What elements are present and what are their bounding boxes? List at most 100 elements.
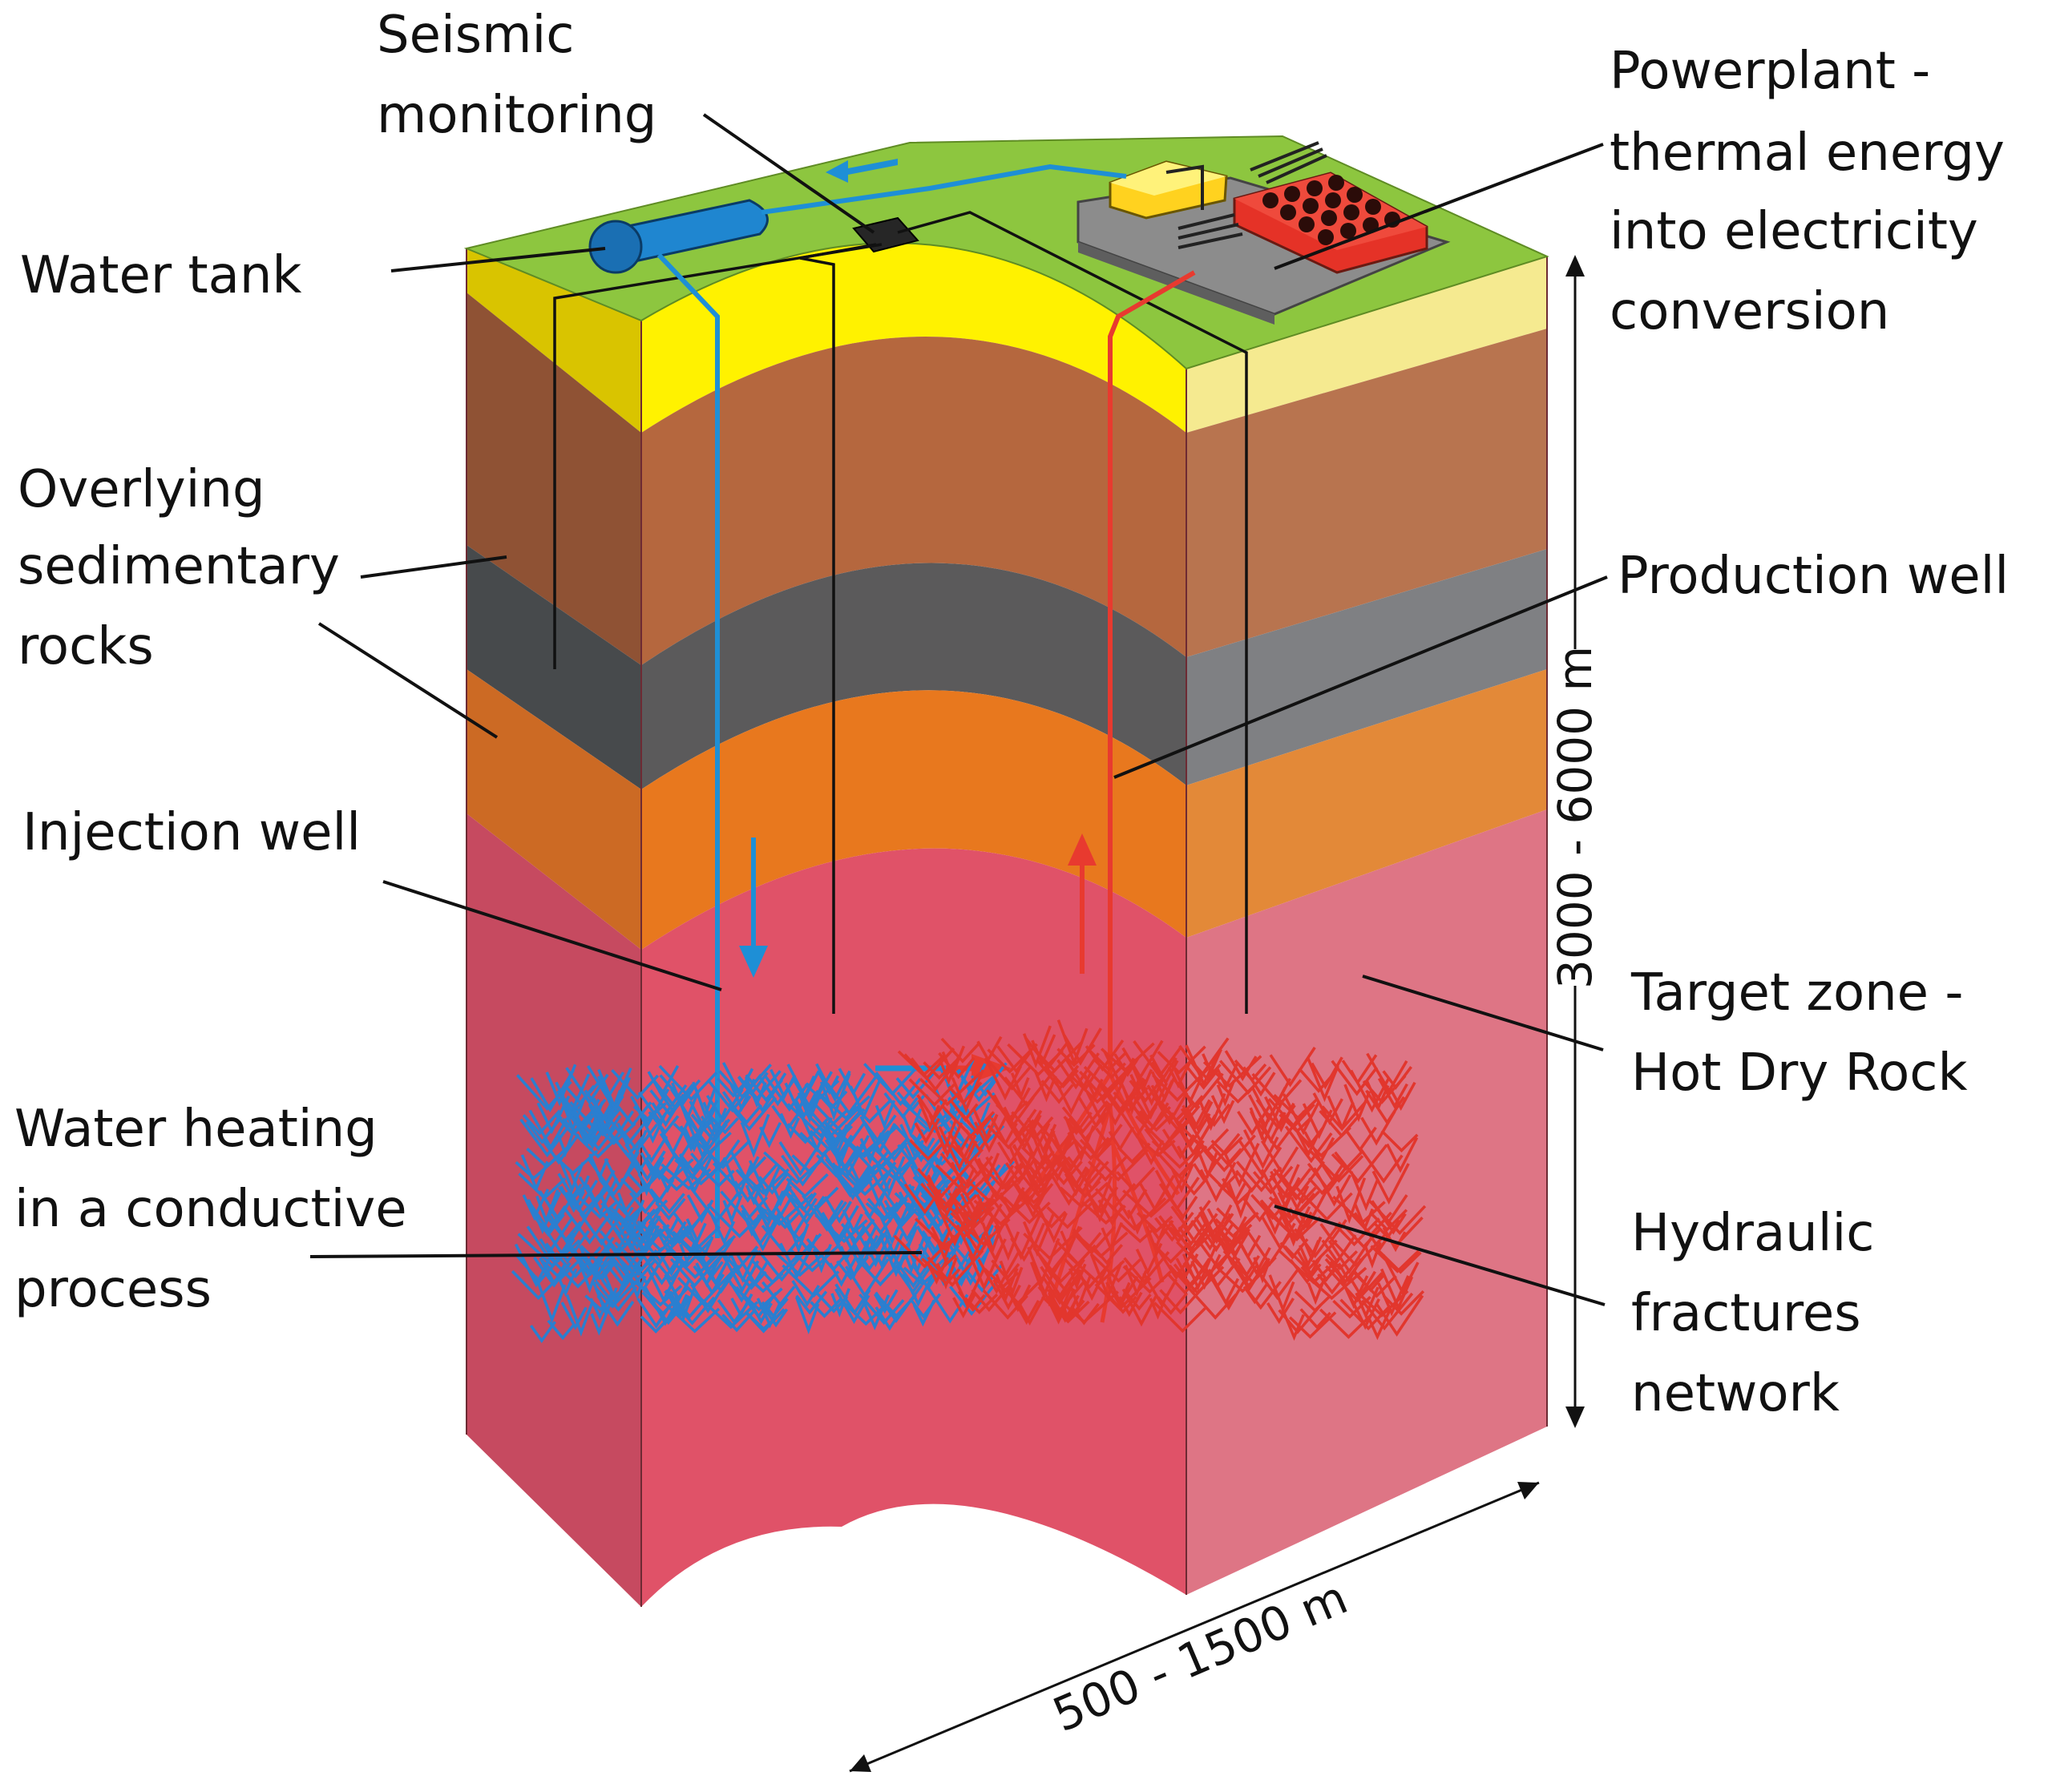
fracture-stroke	[1226, 1253, 1268, 1292]
fracture-stroke	[536, 1095, 571, 1135]
fracture-stroke	[1102, 1079, 1147, 1115]
label-hydraulic-fractures: Hydraulic fractures network	[1631, 1204, 1891, 1423]
fracture-stroke	[1044, 1152, 1069, 1182]
fracture-stroke	[757, 1242, 812, 1282]
fracture-stroke	[1266, 1210, 1322, 1241]
fracture-stroke	[834, 1173, 874, 1197]
fracture-stroke	[795, 1297, 820, 1334]
surface-flow-arrow	[826, 159, 898, 183]
fracture-stroke	[1037, 1280, 1086, 1314]
fracture-stroke	[1144, 1123, 1183, 1152]
fracture-stroke	[700, 1139, 751, 1169]
fracture-stroke	[935, 1164, 993, 1197]
fracture-stroke	[1388, 1081, 1416, 1112]
fracture-stroke	[903, 1143, 939, 1185]
fracture-stroke	[852, 1100, 891, 1124]
fracture-stroke	[1318, 1159, 1345, 1183]
fracture-stroke	[940, 1206, 995, 1238]
fracture-stroke	[1045, 1261, 1081, 1284]
fracture-stroke	[1041, 1269, 1083, 1306]
fracture-stroke	[849, 1078, 883, 1120]
fracture-stroke	[556, 1128, 576, 1158]
fracture-stroke	[817, 1071, 840, 1096]
fracture-stroke	[791, 1280, 820, 1307]
fracture-stroke	[1334, 1144, 1388, 1184]
fracture-stroke	[1371, 1163, 1410, 1205]
fracture-stroke	[695, 1257, 721, 1288]
fracture-stroke	[581, 1256, 614, 1281]
fracture-stroke	[997, 1136, 1028, 1165]
fracture-stroke	[1126, 1209, 1146, 1235]
fracture-stroke	[1382, 1290, 1425, 1316]
seismic-monitor-box	[852, 216, 919, 253]
fracture-stroke	[999, 1187, 1025, 1217]
fracture-stroke	[740, 1113, 770, 1158]
depth-label: 3000 - 6000 m	[1548, 646, 1602, 989]
fracture-stroke	[984, 1057, 1023, 1101]
fracture-stroke	[545, 1063, 577, 1107]
fracture-stroke	[721, 1091, 752, 1116]
fracture-stroke	[938, 1051, 976, 1080]
fracture-stroke	[1056, 1019, 1089, 1067]
fracture-stroke	[1278, 1249, 1342, 1285]
front-orange-layer	[641, 690, 1186, 950]
fracture-stroke	[782, 1189, 826, 1225]
fracture-stroke	[873, 1289, 899, 1314]
fracture-stroke	[597, 1068, 632, 1114]
fracture-stroke	[946, 1253, 975, 1287]
fracture-stroke	[1153, 1242, 1195, 1281]
fracture-stroke	[1379, 1268, 1414, 1312]
fracture-stroke	[822, 1220, 851, 1246]
fracture-stroke	[1003, 1106, 1042, 1150]
fracture-stroke	[1090, 1253, 1141, 1283]
fracture-stroke	[1218, 1183, 1255, 1205]
fracture-stroke	[1182, 1225, 1210, 1248]
fracture-stroke	[595, 1280, 638, 1312]
fracture-stroke	[1284, 1125, 1333, 1164]
fracture-stroke	[952, 1268, 986, 1309]
fracture-stroke	[988, 1059, 1032, 1091]
fracture-stroke	[938, 1126, 977, 1172]
seismic-cables	[553, 211, 1248, 1014]
fracture-stroke	[845, 1258, 890, 1298]
fracture-stroke	[1154, 1212, 1194, 1242]
fracture-stroke	[604, 1151, 640, 1190]
fracture-stroke	[1340, 1222, 1383, 1249]
fracture-stroke	[775, 1247, 830, 1277]
fracture-stroke	[1004, 1215, 1041, 1261]
fracture-stroke	[1234, 1059, 1267, 1083]
fracture-stroke	[737, 1072, 769, 1096]
fracture-stroke	[1066, 1176, 1101, 1199]
fracture-stroke	[909, 1196, 946, 1231]
fracture-stroke	[600, 1265, 628, 1306]
fracture-stroke	[721, 1253, 760, 1294]
fracture-stroke	[786, 1118, 829, 1144]
fracture-stroke	[948, 1192, 992, 1222]
fracture-stroke	[753, 1190, 785, 1230]
fracture-stroke	[588, 1103, 635, 1143]
fracture-stroke	[1380, 1129, 1419, 1152]
fracture-stroke	[1258, 1112, 1287, 1144]
fracture-stroke	[1024, 1153, 1064, 1187]
fracture-stroke	[928, 1114, 963, 1158]
fracture-stroke	[718, 1063, 773, 1100]
fracture-stroke	[1232, 1261, 1258, 1285]
fracture-stroke	[1279, 1238, 1309, 1260]
fracture-stroke	[824, 1157, 877, 1193]
fracture-stroke	[638, 1135, 669, 1164]
fracture-stroke	[733, 1181, 760, 1203]
fracture-stroke	[823, 1196, 853, 1224]
fracture-stroke	[861, 1224, 890, 1250]
fracture-stroke	[1282, 1093, 1321, 1136]
fracture-stroke	[875, 1156, 906, 1197]
fracture-stroke	[706, 1203, 766, 1238]
fracture-stroke	[1113, 1087, 1149, 1114]
fracture-stroke	[996, 1045, 1032, 1074]
fracture-stroke	[973, 1114, 1008, 1153]
fracture-stroke	[721, 1310, 756, 1333]
fracture-stroke	[1121, 1288, 1157, 1327]
fracture-stroke	[971, 1284, 1012, 1313]
fracture-stroke	[1045, 1274, 1072, 1302]
fracture-stroke	[895, 1262, 934, 1295]
fracture-stroke	[664, 1273, 691, 1303]
